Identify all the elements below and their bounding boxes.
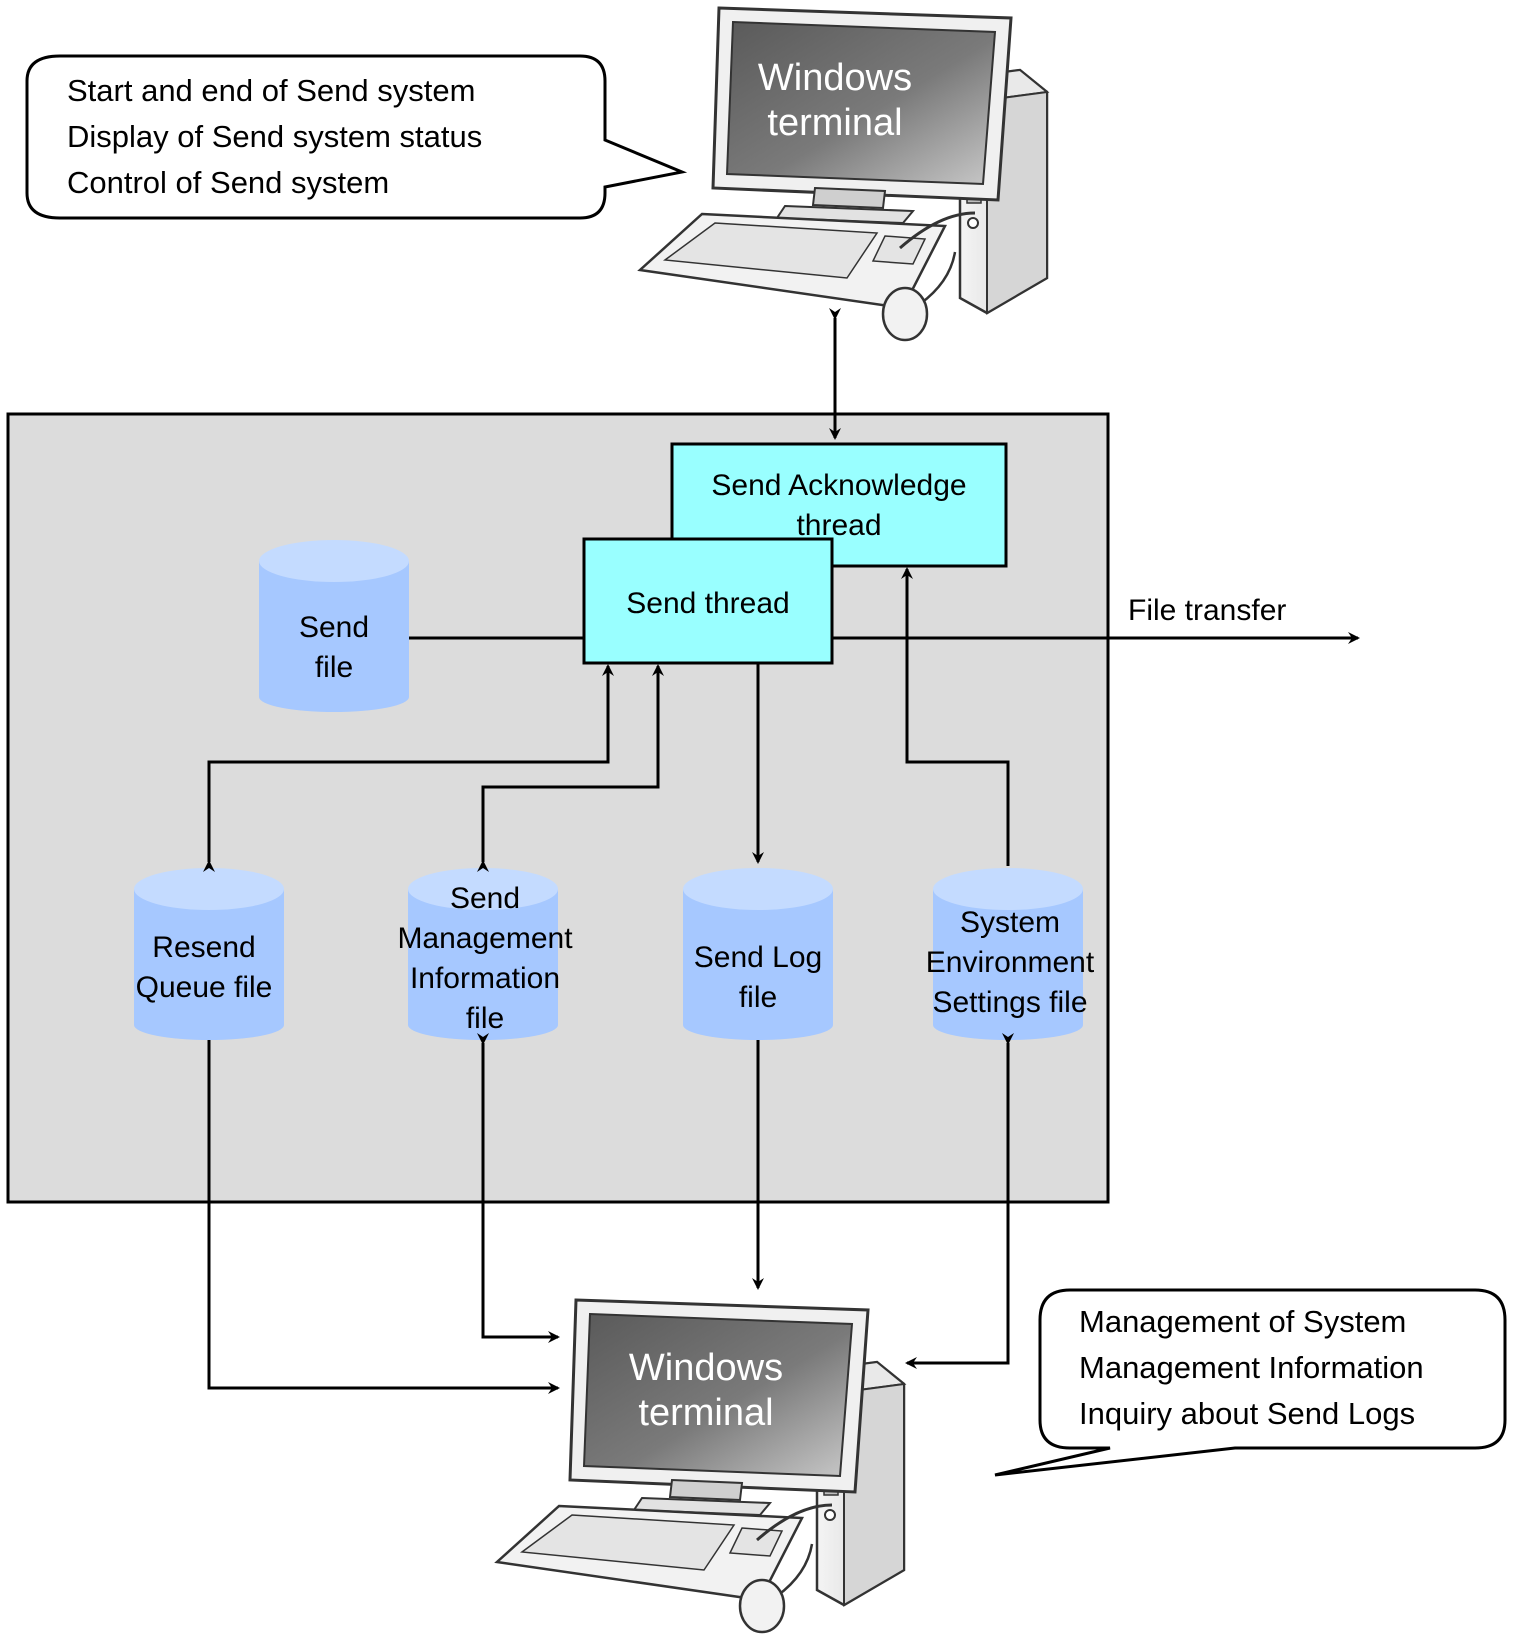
send-file-line1: Send (299, 611, 369, 644)
send-log-line2: file (739, 981, 777, 1014)
resend-queue-to-terminal (207, 1040, 560, 1394)
ack-thread-line2: thread (796, 509, 881, 542)
sys-env-to-terminal (905, 1033, 1014, 1369)
send-thread-box: Send thread (582, 537, 834, 665)
bottom-callout: Management of System Management Informat… (994, 1288, 1507, 1477)
send-mgmt-line3: Information (410, 962, 560, 995)
send-thread-label: Send thread (626, 587, 789, 620)
bottom-callout-line-1: Management of System (1079, 1304, 1406, 1339)
resend-queue-file-cylinder: Resend Queue file (134, 868, 284, 1040)
sys-env-ack-connector (901, 567, 1010, 866)
top-callout-line-1: Start and end of Send system (67, 73, 475, 108)
top-callout-line-2: Display of Send system status (67, 119, 482, 154)
send-mgmt-to-terminal (477, 1033, 560, 1343)
sys-env-line2: Environment (926, 946, 1095, 979)
bottom-windows-terminal: Windows terminal (494, 1298, 907, 1634)
file-transfer-label: File transfer (1128, 594, 1286, 627)
send-mgmt-line1: Send (450, 882, 520, 915)
system-env-settings-file-cylinder: System Environment Settings file (926, 868, 1095, 1040)
bottom-terminal-label-line2: terminal (638, 1392, 773, 1434)
top-windows-terminal: Windows terminal (637, 6, 1050, 342)
send-log-file-cylinder: Send Log file (683, 868, 833, 1040)
sys-env-line1: System (960, 906, 1060, 939)
top-callout-line-3: Control of Send system (67, 165, 389, 200)
resend-queue-line1: Resend (152, 931, 255, 964)
sys-env-line3: Settings file (932, 986, 1087, 1019)
bottom-callout-line-2: Management Information (1079, 1350, 1424, 1385)
top-terminal-label-line2: terminal (767, 102, 902, 144)
send-mgmt-line4: file (466, 1002, 504, 1035)
bottom-terminal-label-line1: Windows (629, 1347, 783, 1389)
send-management-info-file-cylinder: Send Management Information file (397, 868, 573, 1040)
top-callout: Start and end of Send system Display of … (25, 54, 688, 220)
send-log-line1: Send Log (694, 941, 822, 974)
send-file-cylinder: Send file (259, 540, 409, 712)
send-file-line2: file (315, 651, 353, 684)
top-terminal-label-line1: Windows (758, 57, 912, 99)
ack-thread-line1: Send Acknowledge (711, 469, 966, 502)
send-mgmt-connector (477, 664, 664, 872)
send-mgmt-line2: Management (397, 922, 573, 955)
resend-queue-line2: Queue file (136, 971, 273, 1004)
bottom-callout-line-3: Inquiry about Send Logs (1079, 1396, 1415, 1431)
